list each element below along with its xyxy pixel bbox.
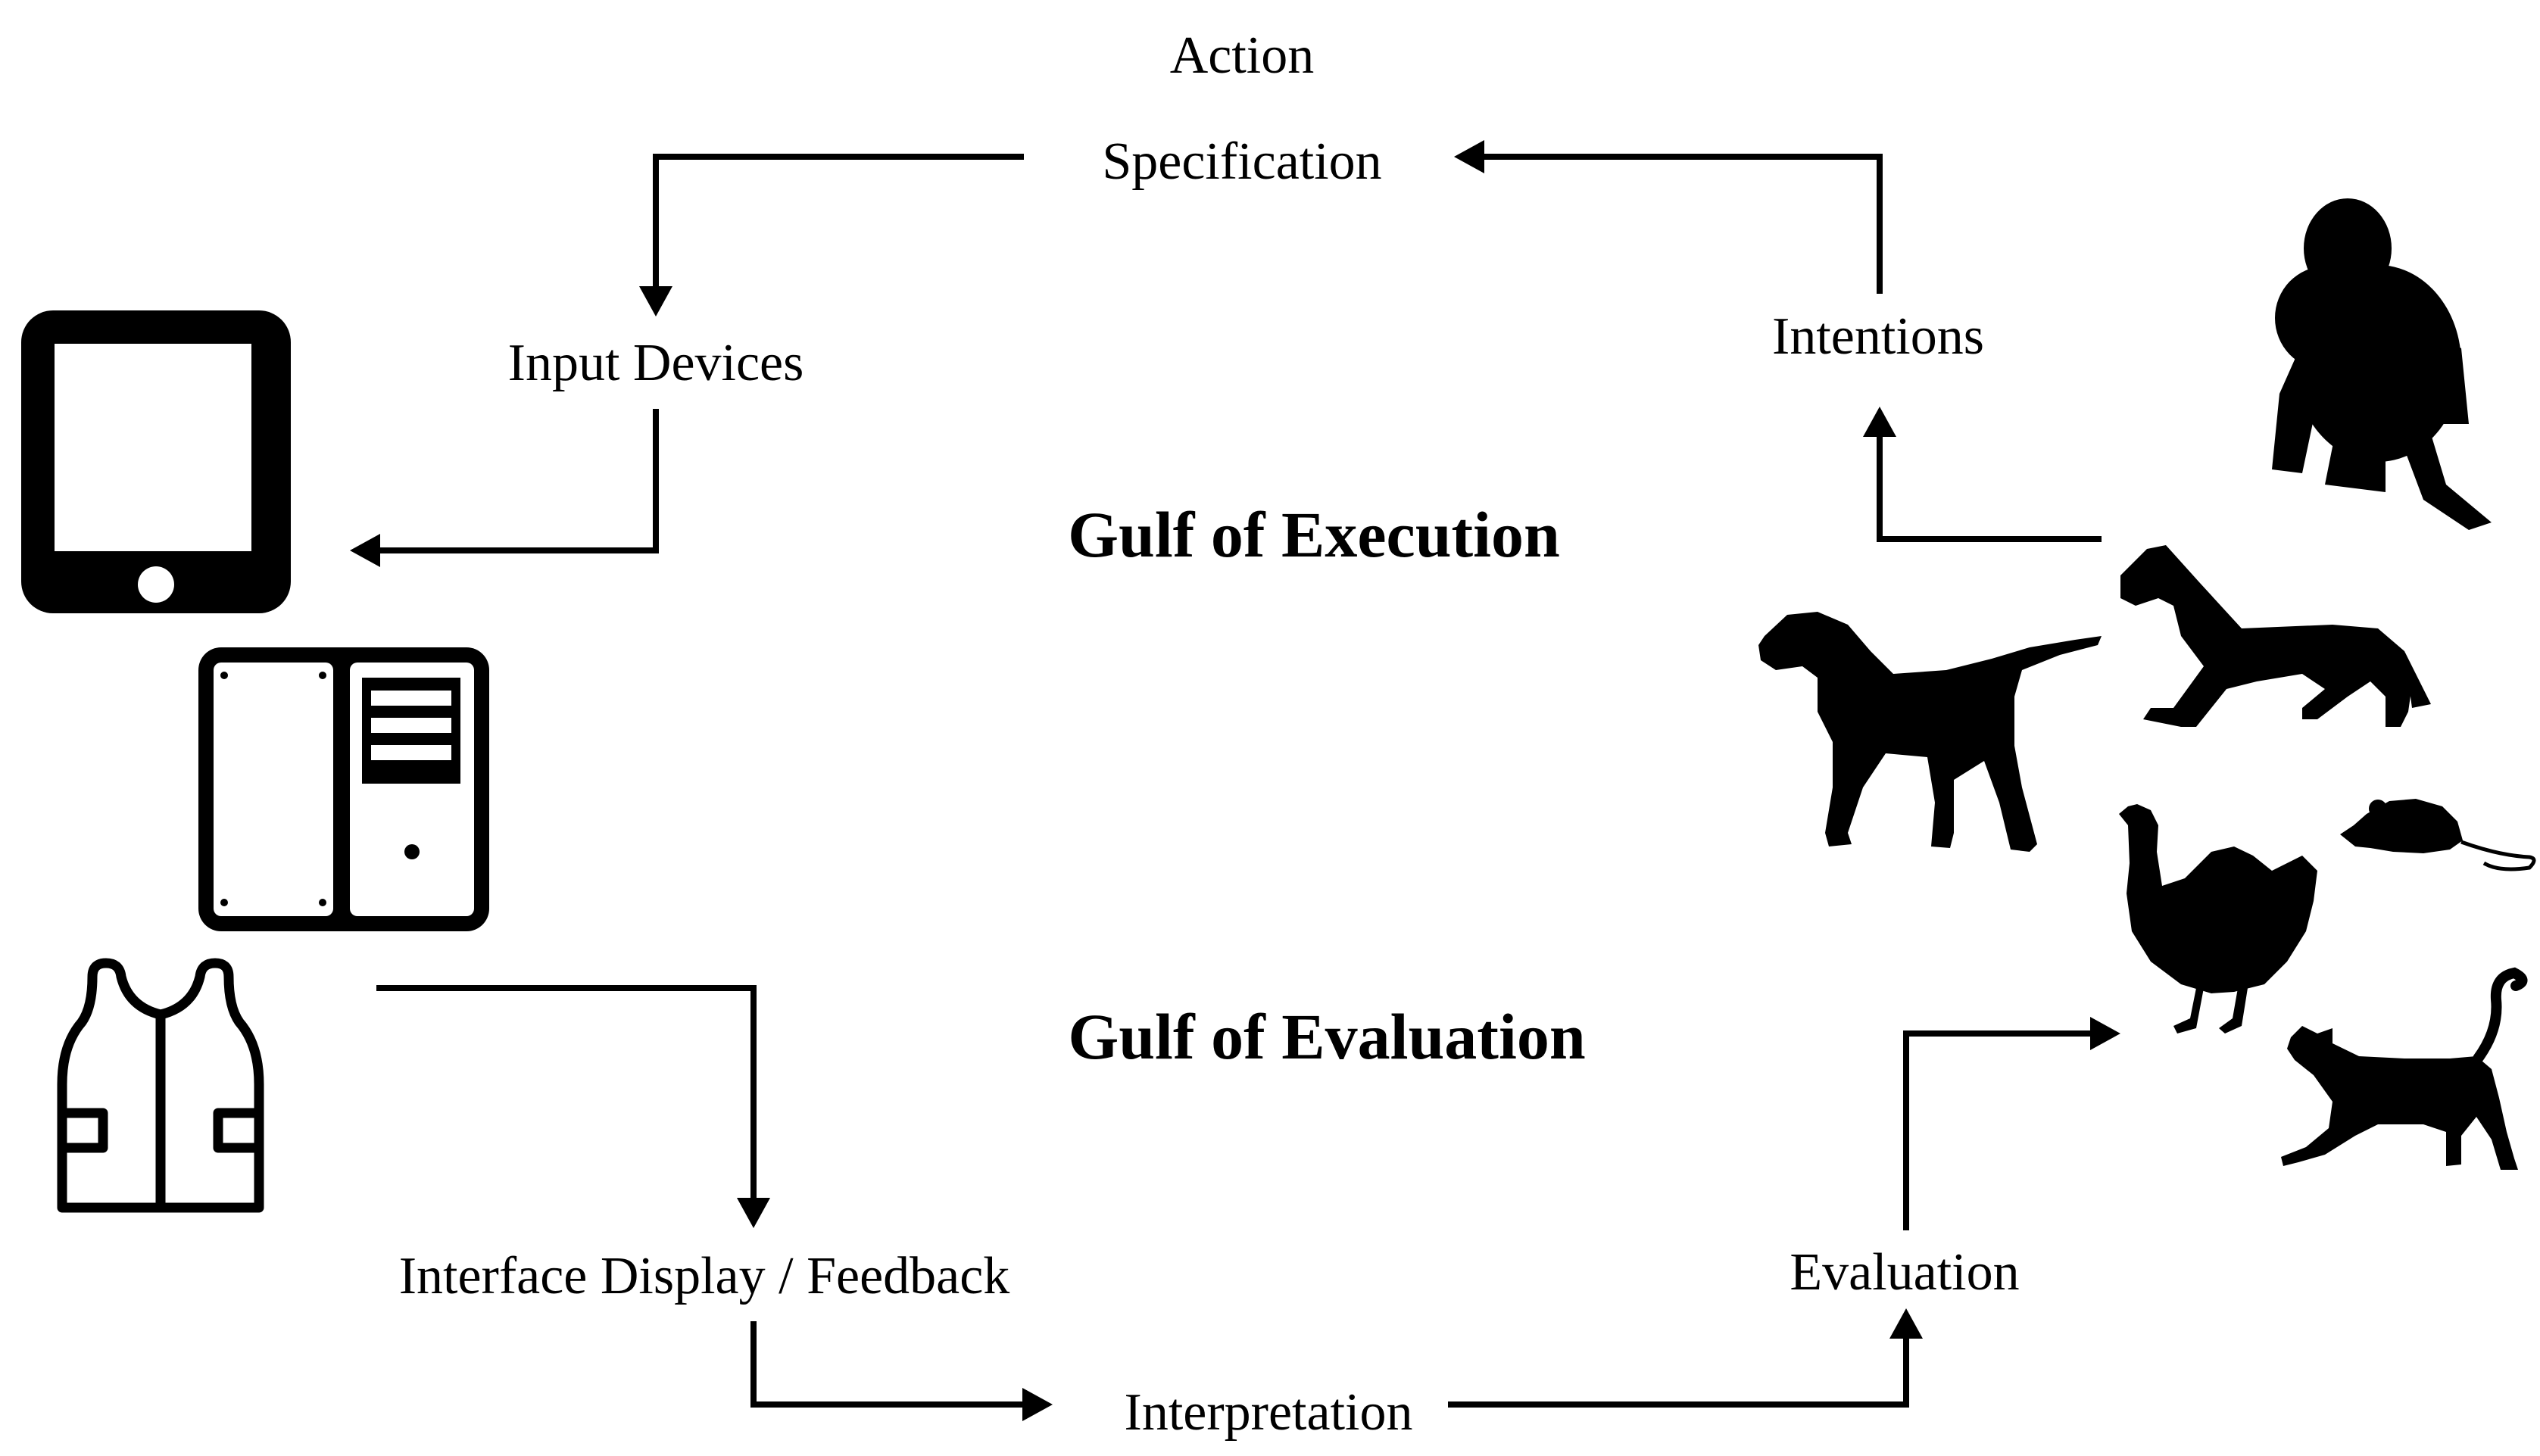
computer-tower-icon	[198, 647, 489, 931]
arrow-interpretation-to-evaluation	[1448, 1308, 1923, 1408]
mouse-icon	[2340, 799, 2536, 871]
tablet-icon	[21, 310, 291, 613]
label-evaluation: Evaluation	[1790, 1243, 2019, 1302]
arrow-devices-to-interface-display	[376, 985, 770, 1228]
ape-icon	[2272, 198, 2492, 530]
arrow-evaluation-to-animals	[1903, 1017, 2120, 1230]
arrow-animals-to-intentions	[1863, 407, 2102, 542]
label-gulf-of-execution: Gulf of Execution	[1068, 498, 1560, 571]
label-intentions: Intentions	[1772, 307, 1984, 366]
cat-icon	[2281, 967, 2528, 1170]
vest-icon	[57, 958, 264, 1213]
dog-icon	[1758, 612, 2102, 852]
horse-icon	[2120, 545, 2431, 727]
arrow-specification-to-input-devices	[639, 154, 1024, 316]
label-gulf-of-evaluation: Gulf of Evaluation	[1068, 1000, 1585, 1073]
label-specification: Specification	[1102, 133, 1381, 191]
label-interpretation: Interpretation	[1125, 1383, 1413, 1442]
arrow-intentions-to-specification	[1454, 140, 1883, 294]
arrow-interface-display-to-interpretation	[750, 1321, 1053, 1421]
label-interface-display-feedback: Interface Display / Feedback	[399, 1247, 1010, 1305]
arrow-input-devices-to-devices	[350, 409, 659, 567]
label-action: Action	[1170, 27, 1315, 85]
label-input-devices: Input Devices	[508, 334, 804, 392]
chicken-icon	[2119, 804, 2317, 1034]
